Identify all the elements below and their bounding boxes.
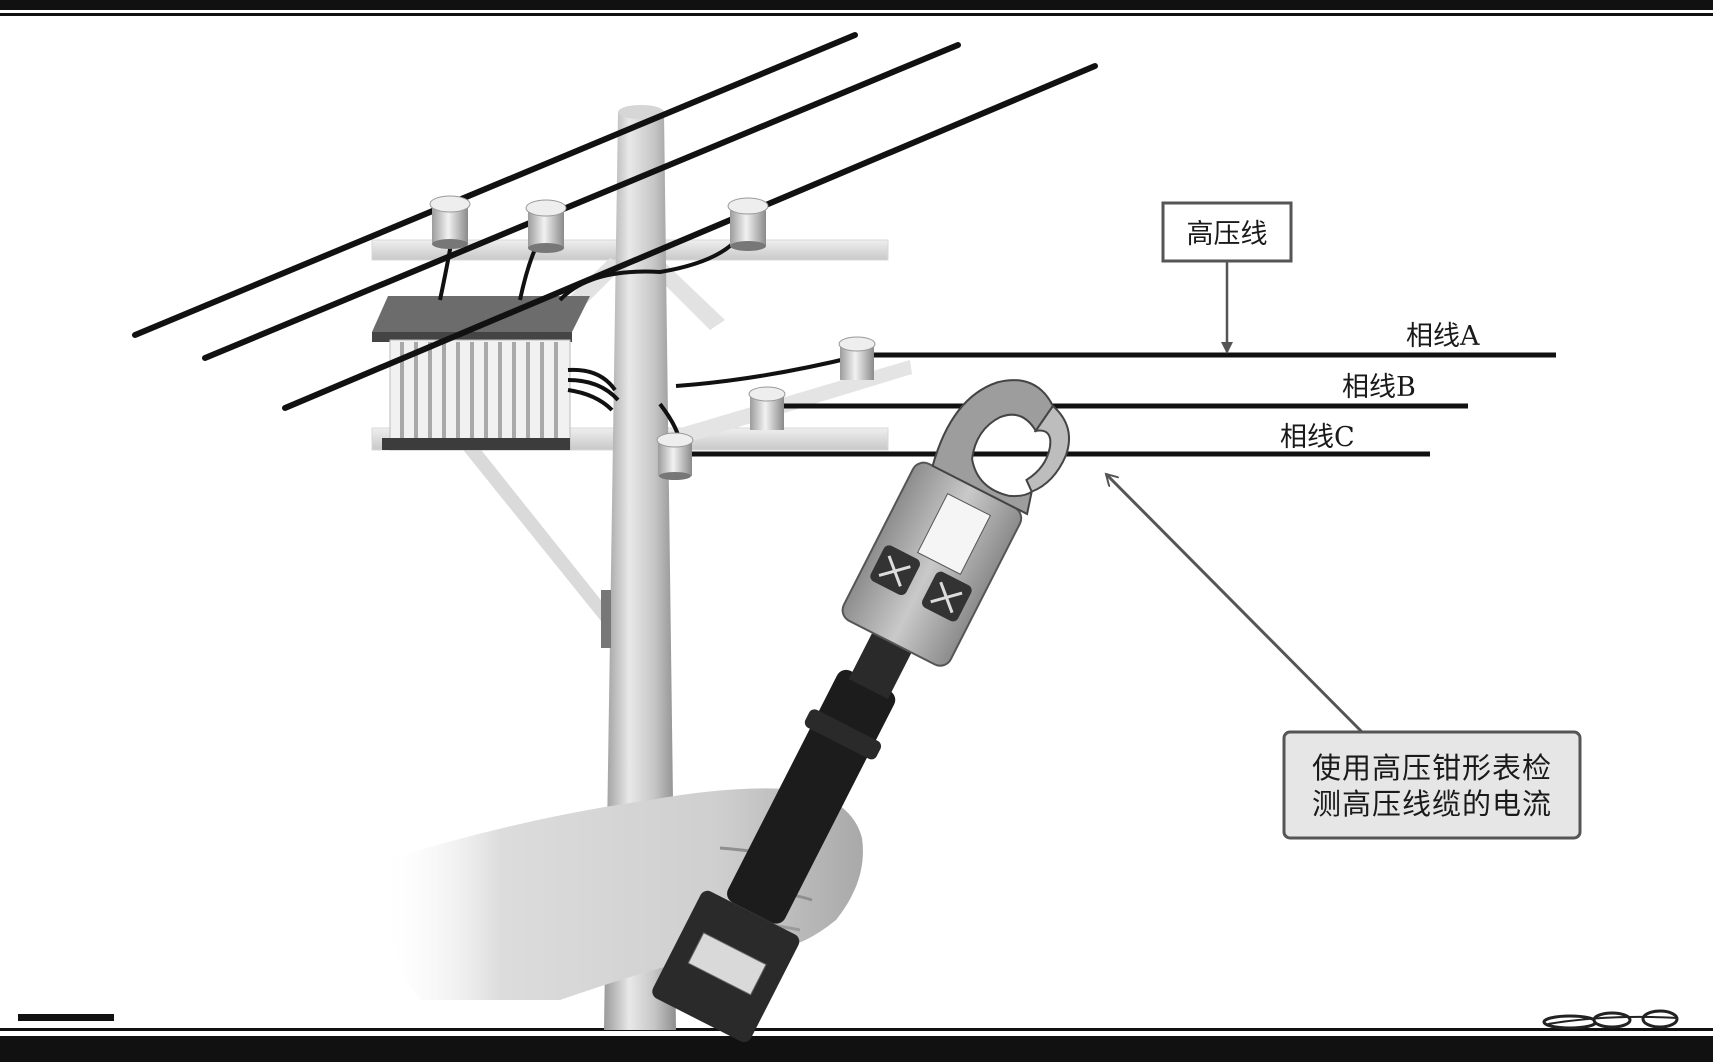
callout-arrow (1106, 474, 1364, 734)
callout-box: 使用高压钳形表检 测高压线缆的电流 (1282, 730, 1582, 840)
insulator-top-2-icon (525, 199, 567, 253)
insulator-top-1-icon (429, 195, 471, 249)
insulator-phase-c-icon (656, 432, 694, 480)
insulator-top-3-icon (727, 197, 769, 251)
insulator-phase-b-icon (748, 386, 786, 430)
callout-line-2: 测高压线缆的电流 (1312, 787, 1552, 821)
hv-line-label-box: 高压线 (1161, 201, 1293, 263)
jumper-wires (438, 234, 859, 447)
hv-clamp-meter (652, 379, 1070, 1043)
insulator-phase-a-icon (838, 336, 876, 380)
overhead-hv-lines (132, 32, 1098, 411)
corner-logo-icon (1542, 1009, 1679, 1030)
frame-bottom-bar (0, 1014, 1713, 1062)
hv-line-label: 高压线 (1187, 219, 1268, 250)
frame-top-bar (0, 0, 1713, 16)
phase-a-label: 相线A (1406, 321, 1480, 352)
phase-c-label: 相线C (1280, 422, 1355, 453)
callout-line-1: 使用高压钳形表检 (1312, 751, 1552, 785)
phase-b-label: 相线B (1342, 372, 1416, 403)
